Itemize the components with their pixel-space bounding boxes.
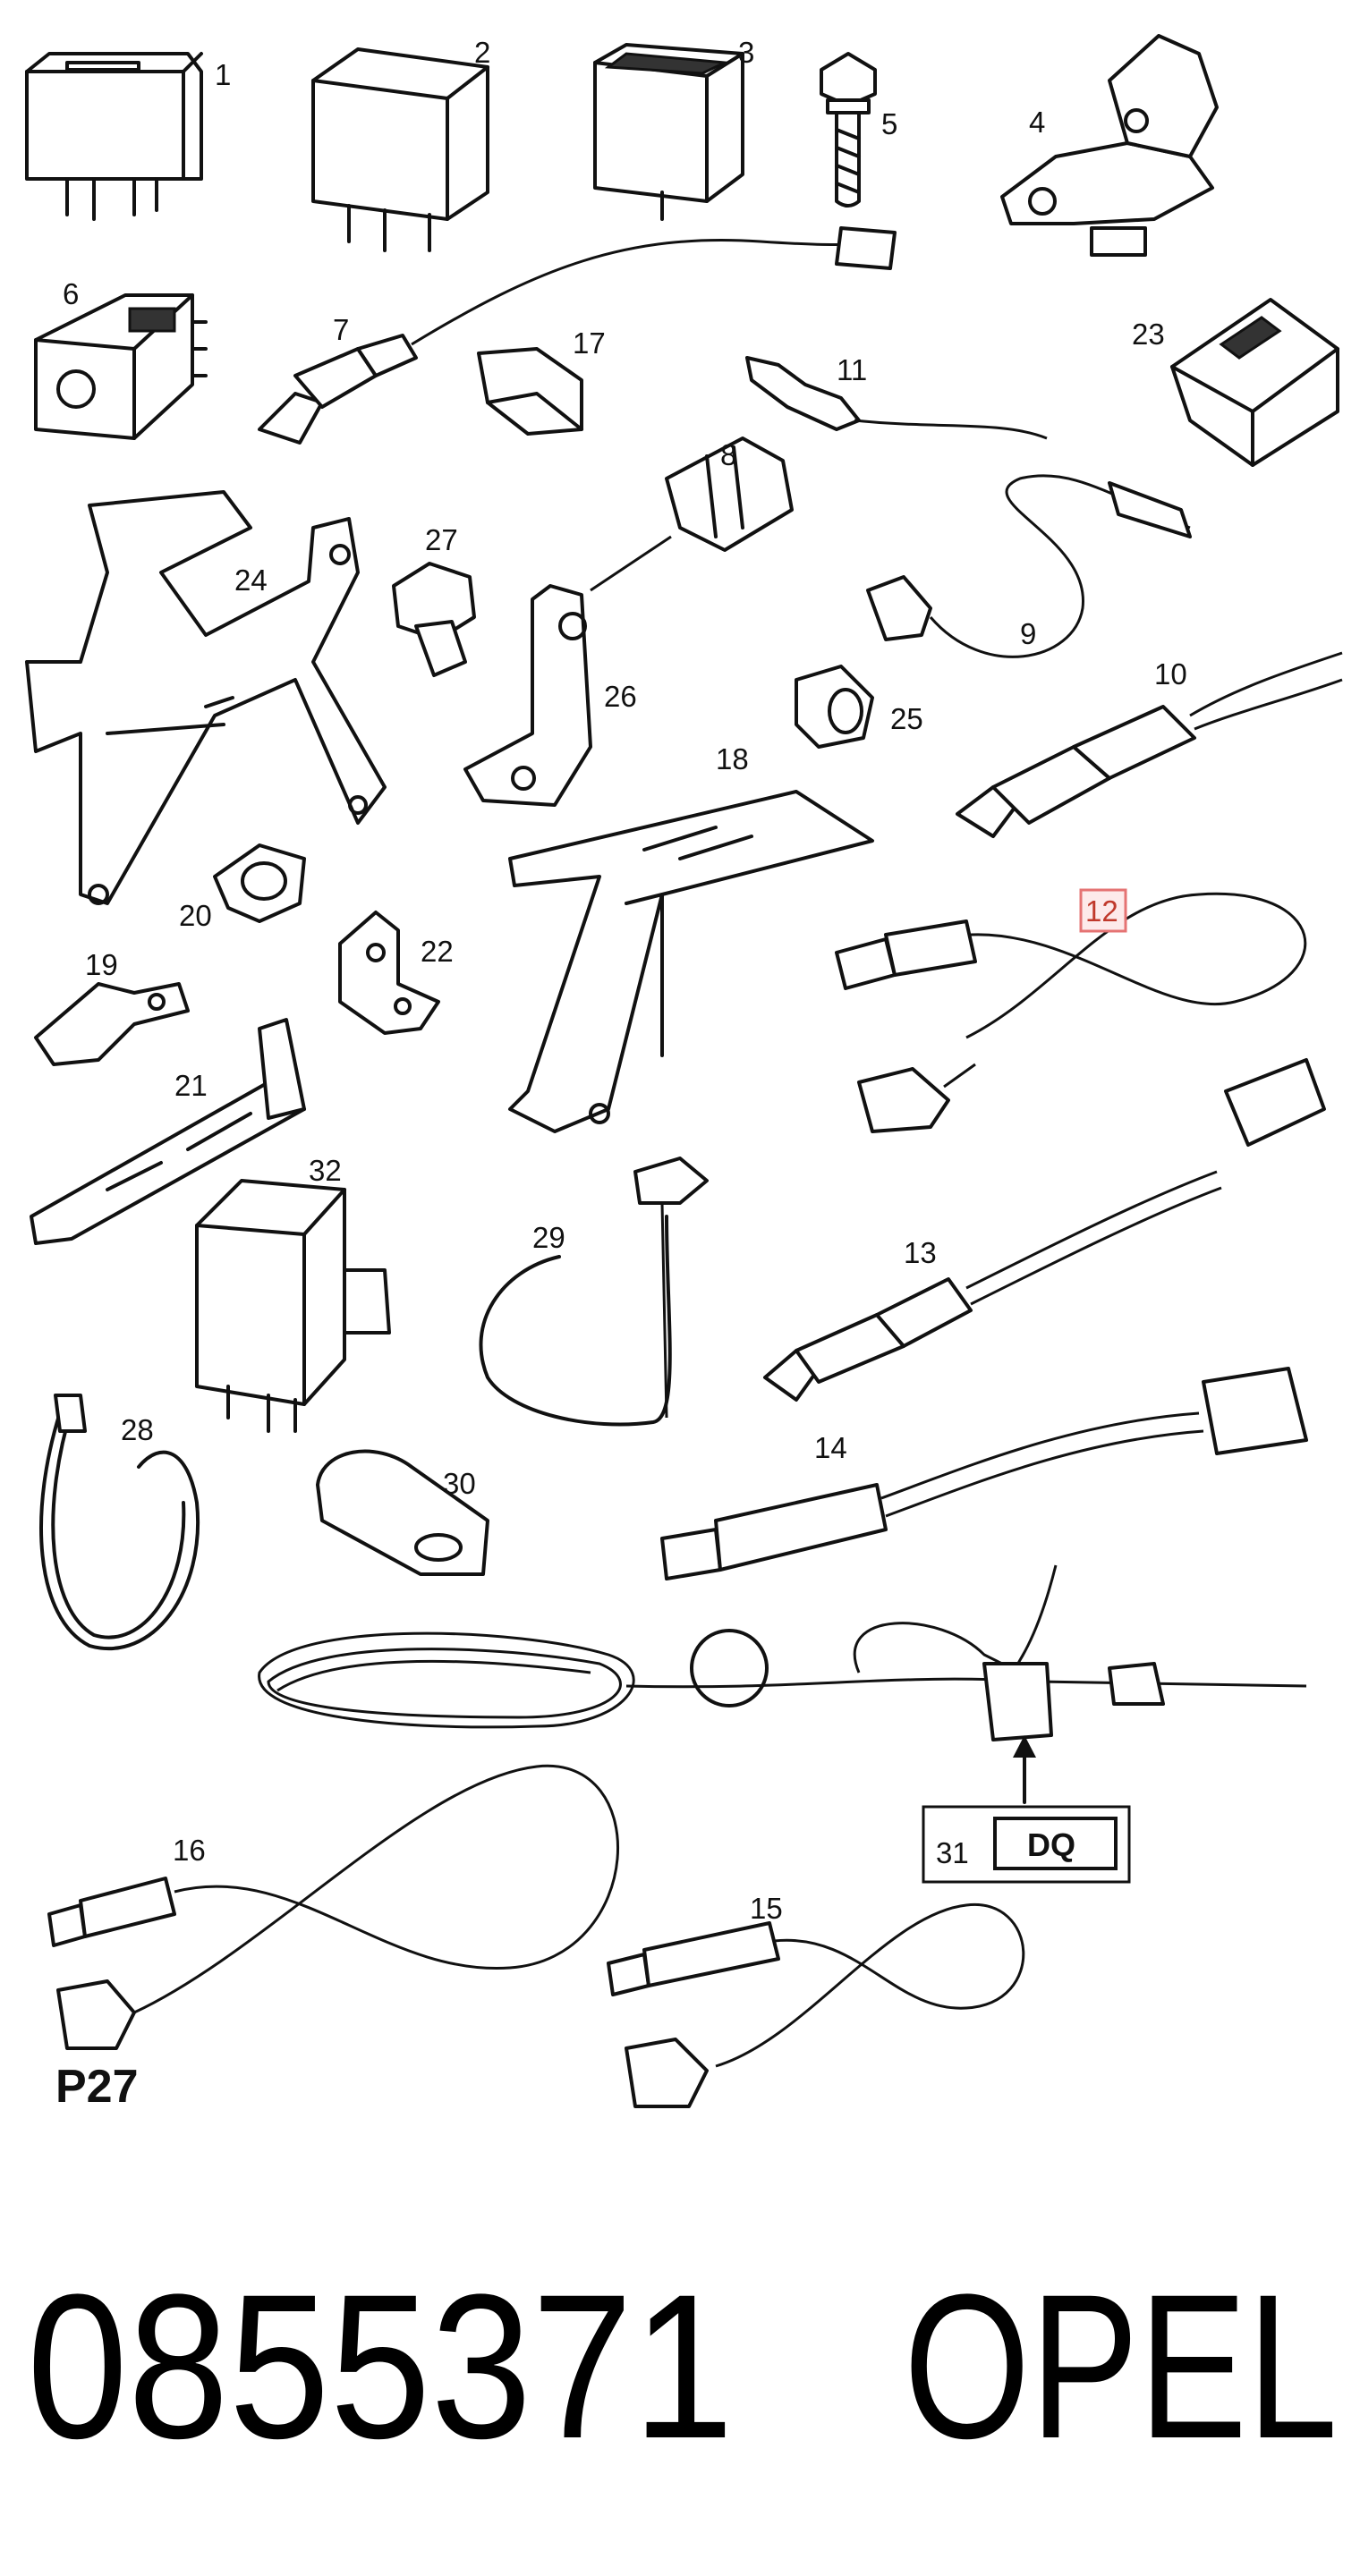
part-18-bracket [508, 790, 874, 1133]
part-11-sensor [745, 356, 1048, 440]
part-28-cable-tie [39, 1394, 200, 1651]
part-8-connector [590, 436, 794, 592]
part-2-relay [311, 47, 489, 252]
part-16-oxygen-sensor [47, 1764, 619, 2050]
part-7-oxygen-sensor [258, 226, 897, 445]
part-26-bracket [463, 584, 592, 807]
part-30-clip [316, 1449, 489, 1576]
part-21-cable-tie [30, 1018, 306, 1245]
part-number: 0855371 [27, 2251, 734, 2481]
part-5-bolt [820, 52, 877, 208]
label-25: 25 [890, 702, 923, 735]
part-27-bolt [392, 562, 476, 677]
part-1-relay [25, 52, 203, 221]
part-22-bracket [338, 911, 440, 1035]
part-9-sensor [866, 474, 1192, 658]
sheet-reference: P27 [55, 2061, 139, 2113]
part-19-clip [34, 982, 190, 1066]
label-10: 10 [1154, 657, 1187, 691]
code-box-text: DQ [1027, 1826, 1075, 1863]
part-31-harness [258, 1564, 1307, 1741]
label-18: 18 [716, 742, 749, 775]
label-23: 23 [1132, 318, 1165, 351]
label-21: 21 [174, 1069, 208, 1102]
label-20: 20 [179, 899, 212, 932]
label-15: 15 [750, 1892, 783, 1925]
code-box [993, 1817, 1118, 1870]
part-14-oxygen-sensor [660, 1367, 1308, 1580]
part-23-bracket [1170, 298, 1339, 467]
part-29-wire-hook [479, 1157, 709, 1427]
part-10-oxygen-sensor [956, 651, 1343, 838]
label-8: 8 [720, 438, 736, 471]
label-28: 28 [121, 1413, 154, 1446]
label-9: 9 [1020, 617, 1036, 650]
part-13-oxygen-sensor [763, 1058, 1326, 1402]
label-24: 24 [234, 564, 268, 597]
label-12: 12 [1085, 894, 1118, 928]
part-17-clip [477, 347, 583, 436]
label-16: 16 [173, 1834, 206, 1867]
part-4-sensor [1000, 34, 1219, 257]
label-32: 32 [309, 1154, 342, 1187]
label-31: 31 [936, 1836, 969, 1869]
label-17: 17 [573, 326, 606, 360]
label-19: 19 [85, 948, 118, 981]
label-30: 30 [443, 1467, 476, 1500]
label-11: 11 [837, 353, 867, 386]
brand-name: OPEL [904, 2251, 1338, 2481]
label-2: 2 [474, 36, 490, 69]
label-26: 26 [604, 680, 637, 713]
label-5: 5 [881, 107, 897, 140]
label-14: 14 [814, 1431, 847, 1464]
label-3: 3 [738, 36, 754, 69]
part-6-switch [34, 293, 208, 440]
part-24-bracket [25, 490, 387, 905]
pointer-arrow-head [1013, 1735, 1036, 1758]
part-20-clip [213, 843, 306, 923]
part-32-relay [195, 1179, 391, 1433]
label-4: 4 [1029, 106, 1045, 139]
part-3-relay [593, 43, 744, 221]
label-6: 6 [63, 277, 79, 310]
label-12-highlight [1079, 888, 1127, 933]
label-7: 7 [333, 313, 349, 346]
label-29: 29 [532, 1221, 565, 1254]
label-13: 13 [904, 1236, 937, 1269]
label-27: 27 [425, 523, 458, 556]
part-15-oxygen-sensor [607, 1902, 1025, 2108]
part-12-oxygen-sensor [835, 892, 1307, 1133]
label-1: 1 [215, 58, 231, 91]
label-22: 22 [421, 935, 454, 968]
part-25-plug [795, 665, 874, 749]
